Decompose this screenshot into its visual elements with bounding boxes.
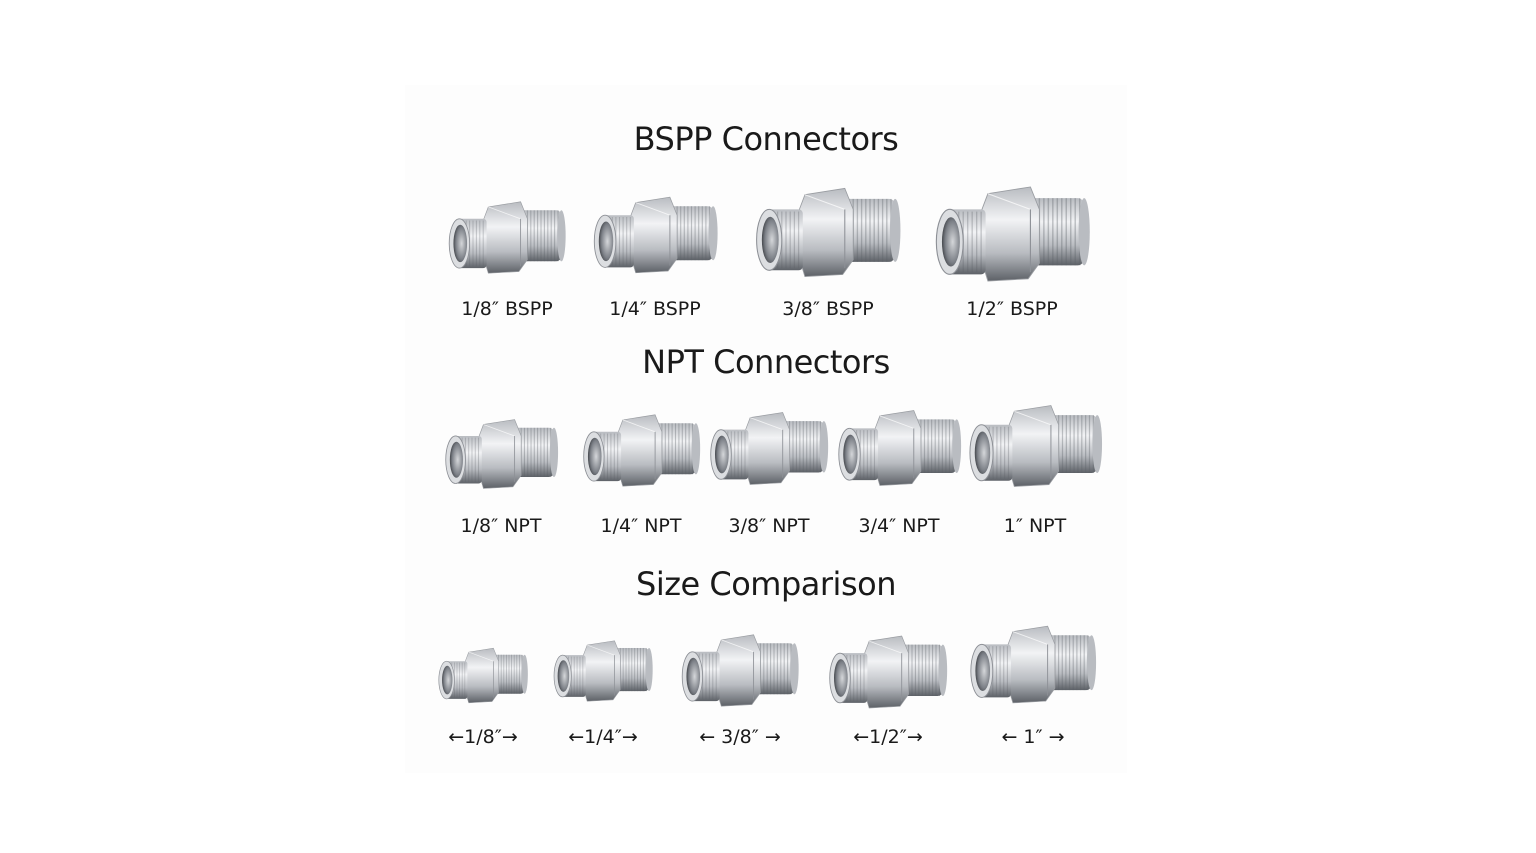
size-dimension-label: ← 1″ → [1001,726,1065,748]
size-dimension-label: ←1/8″→ [448,726,518,748]
size-dimension-label: ←1/2″→ [853,726,923,748]
fitting-label: 1/8″ BSPP [461,298,553,320]
size-dimension-label: ← 3/8″ → [699,726,781,748]
fitting-label: 1/4″ BSPP [609,298,701,320]
fitting-image [968,396,1103,496]
fitting-label: 1″ NPT [1003,515,1067,537]
fitting-image [837,402,962,494]
fitting-image [578,408,705,493]
fitting-image [434,643,532,708]
fitting-image [441,195,573,280]
fitting-image [674,628,806,713]
fitting-label: 1/2″ BSPP [966,298,1058,320]
fitting-image [588,190,723,280]
fitting-image [743,180,913,285]
fitting-image [709,405,829,492]
fitting-image [969,612,1097,717]
fitting-label: 1/8″ NPT [460,515,542,537]
fitting-image [439,413,564,495]
bspp-title: BSPP Connectors [633,120,899,158]
size-dimension-label: ←1/4″→ [568,726,638,748]
size-comparison-title: Size Comparison [636,565,896,603]
fitting-label: 3/8″ NPT [728,515,810,537]
fitting-label: 1/4″ NPT [600,515,682,537]
fitting-image [549,635,657,707]
npt-title: NPT Connectors [642,343,890,381]
fitting-label: 3/4″ NPT [858,515,940,537]
fitting-image [828,628,948,716]
fitting-image [930,178,1095,290]
fitting-label: 3/8″ BSPP [782,298,874,320]
